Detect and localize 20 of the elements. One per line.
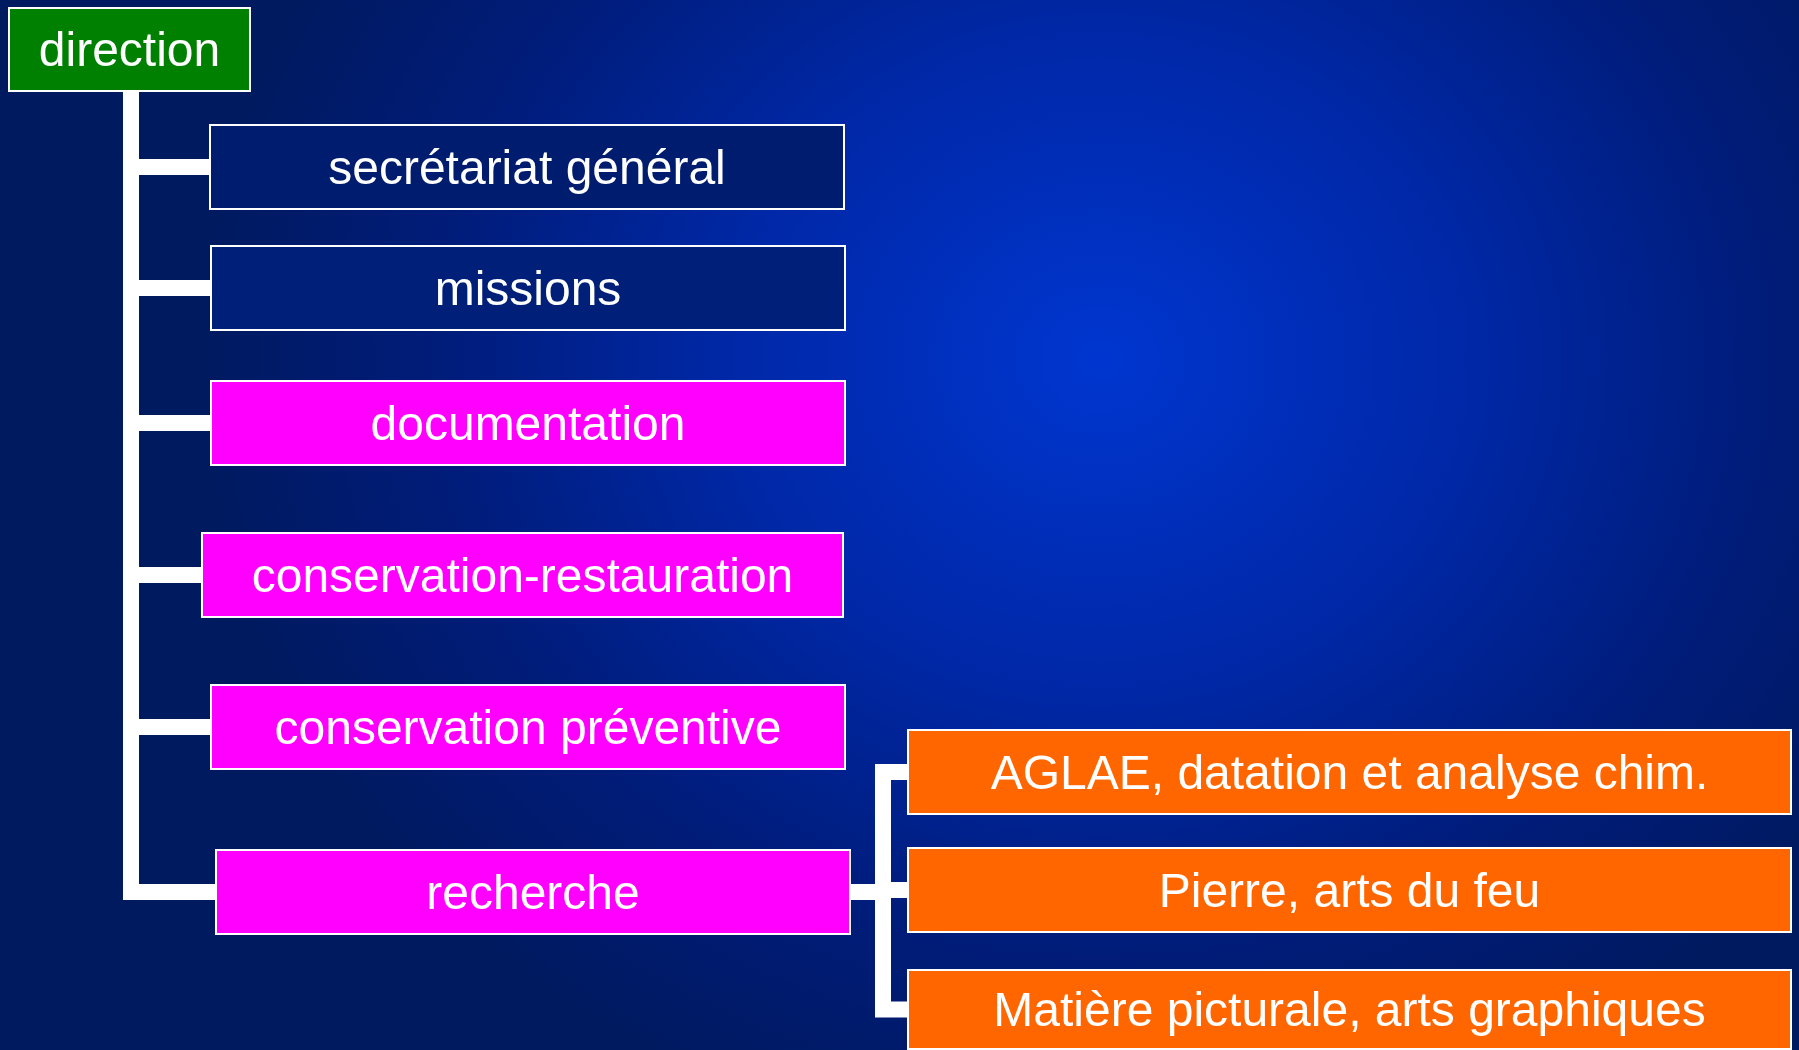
org-box bbox=[907, 969, 1792, 1050]
org-box bbox=[210, 684, 846, 770]
org-box bbox=[907, 847, 1792, 933]
org-box bbox=[209, 124, 845, 210]
org-box bbox=[201, 532, 844, 618]
org-box bbox=[8, 7, 251, 92]
org-box bbox=[210, 380, 846, 466]
org-box bbox=[215, 849, 851, 935]
box-label: Pierre, arts du feu bbox=[1158, 862, 1541, 918]
box-label: conservation-restauration bbox=[251, 547, 794, 603]
box-label: Matière picturale, arts graphiques bbox=[993, 982, 1706, 1037]
box-label: missions bbox=[434, 260, 622, 316]
org-box bbox=[210, 245, 846, 331]
org-box bbox=[907, 729, 1792, 815]
box-label: AGLAE, datation et analyse chim. bbox=[990, 744, 1709, 800]
box-label: direction bbox=[38, 22, 221, 77]
box-label: conservation préventive bbox=[274, 699, 782, 755]
box-label: secrétariat général bbox=[328, 139, 726, 195]
box-label: recherche bbox=[426, 864, 640, 920]
box-label: documentation bbox=[370, 395, 686, 451]
